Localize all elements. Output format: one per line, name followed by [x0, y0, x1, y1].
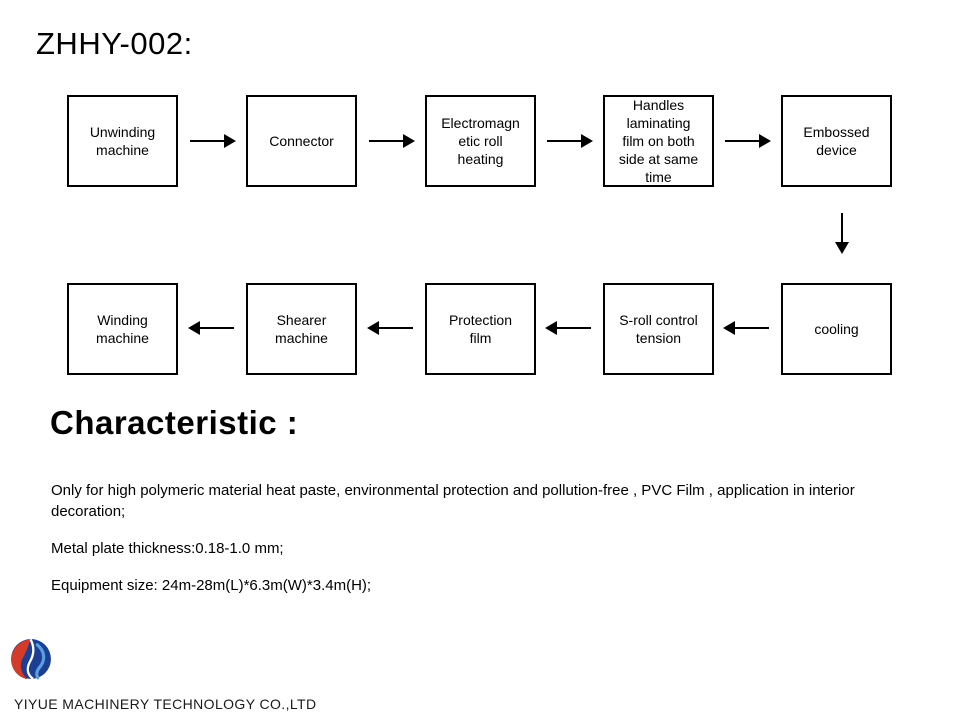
flow-box-unwinding-machine: Unwinding machine	[67, 95, 178, 187]
flow-box-label: Connector	[269, 133, 334, 149]
flow-box-connector: Connector	[246, 95, 357, 187]
flow-box-label: S-roll control tension	[619, 312, 698, 346]
arrow-left-icon	[367, 321, 413, 335]
flow-box-winding-machine: Winding machine	[67, 283, 178, 375]
characteristic-paragraph: Metal plate thickness:0.18-1.0 mm;	[51, 540, 284, 557]
company-name: YIYUE MACHINERY TECHNOLOGY CO.,LTD	[14, 696, 317, 712]
slide-title: ZHHY-002:	[36, 26, 193, 61]
flow-box-electromagnetic-roll-heating: Electromagn etic roll heating	[425, 95, 536, 187]
arrow-down-icon	[835, 213, 849, 254]
flow-box-cooling: cooling	[781, 283, 892, 375]
arrow-right-icon	[547, 134, 593, 148]
flow-box-label: Embossed device	[803, 124, 870, 158]
characteristic-heading: Characteristic :	[50, 404, 299, 441]
arrow-left-icon	[545, 321, 591, 335]
flow-box-s-roll-control-tension: S-roll control tension	[603, 283, 714, 375]
flow-box-shearer-machine: Shearer machine	[246, 283, 357, 375]
flow-box-label: Protection film	[448, 312, 513, 346]
arrow-left-icon	[188, 321, 234, 335]
arrow-left-icon	[723, 321, 769, 335]
flow-box-protection-film: Protection film	[425, 283, 536, 375]
flow-box-label: Winding machine	[96, 312, 149, 346]
company-logo-icon	[11, 638, 51, 680]
characteristic-paragraph: Equipment size: 24m-28m(L)*6.3m(W)*3.4m(…	[51, 577, 372, 594]
arrow-right-icon	[725, 134, 771, 148]
arrow-right-icon	[369, 134, 415, 148]
characteristic-paragraph: Only for high polymeric material heat pa…	[51, 482, 855, 520]
flow-box-label: Unwinding machine	[89, 124, 156, 158]
flow-box-label: Electromagn etic roll heating	[441, 115, 520, 167]
flow-box-label: cooling	[814, 321, 859, 337]
flow-box-handles-laminating-film: Handles laminating film on both side at …	[603, 95, 714, 187]
flow-box-embossed-device: Embossed device	[781, 95, 892, 187]
flow-box-label: Shearer machine	[275, 312, 328, 346]
flow-box-label: Handles laminating film on both side at …	[618, 97, 699, 185]
arrow-right-icon	[190, 134, 236, 148]
